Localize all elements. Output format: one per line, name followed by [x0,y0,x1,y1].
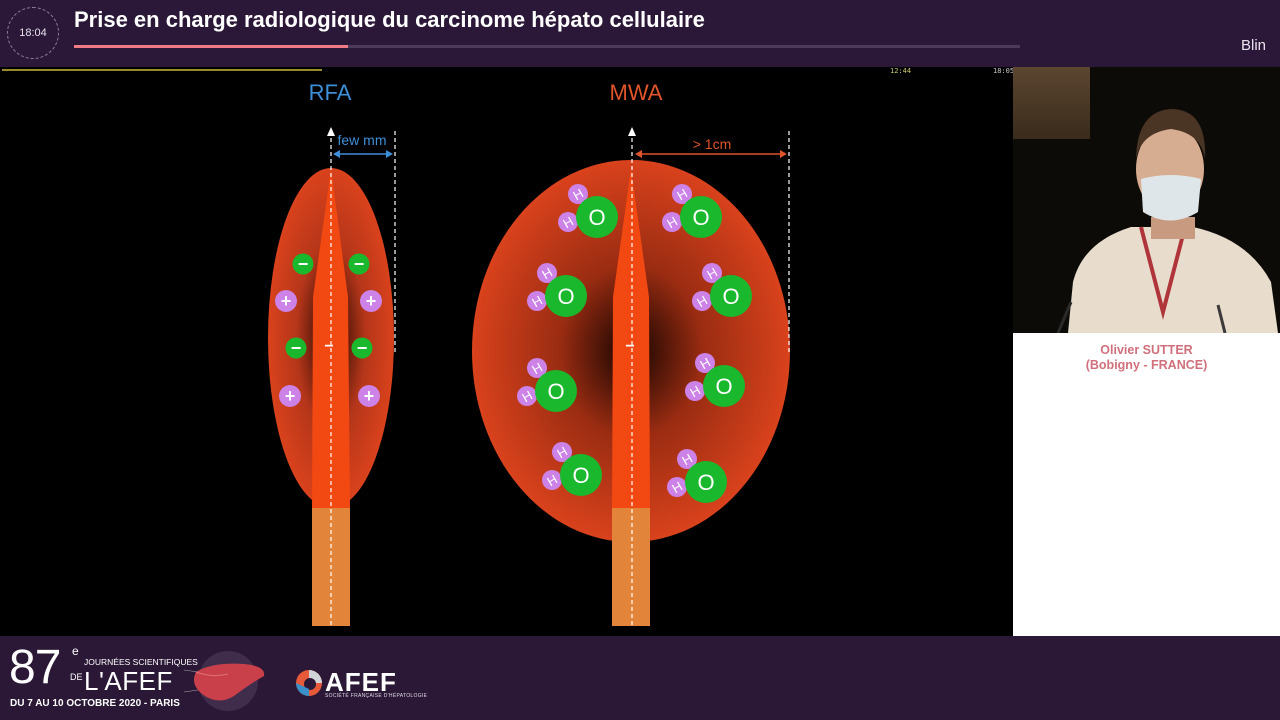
edition-number: 87 [9,641,61,694]
oxygen-atom: O [692,205,709,230]
slide-timestamp-left: 12:44 [890,67,911,75]
negative-charge: − [292,253,314,275]
session-clock: 18:04 [7,7,59,59]
charge-sign: + [366,291,377,311]
negative-charge: − [285,337,307,359]
charge-sign: − [354,254,365,274]
progress-track[interactable] [74,45,1020,48]
presenter-silhouette [1056,109,1278,333]
presenter-affiliation: (Bobigny - FRANCE) [1085,358,1208,372]
speaker-name: Blin [1240,37,1266,54]
charge-sign: − [357,338,368,358]
oxygen-atom: O [572,463,589,488]
charge-sign: + [281,291,292,311]
mwa-needle-handle [612,508,650,626]
oxygen-atom: O [722,284,739,309]
rfa-dimension-label: few mm [338,132,387,148]
oxygen-atom: O [557,284,574,309]
rfa-label: RFA [309,80,352,105]
presenter-name: Olivier SUTTER [1100,343,1193,357]
charge-sign: + [285,386,296,406]
presenter-info-panel: Olivier SUTTER (Bobigny - FRANCE) [1013,333,1280,636]
oxygen-atom: O [588,205,605,230]
footer-bar: 87 e JOURNÉES SCIENTIFIQUES DE L'AFEF DU… [0,636,1280,720]
progress-fill [74,45,349,48]
charge-sign: − [298,254,309,274]
positive-charge: + [275,290,297,312]
talk-title: Prise en charge radiologique du carcinom… [74,7,705,32]
header-bar: 18:04 Prise en charge radiologique du ca… [0,0,1280,66]
mwa-tip-sign: − [625,338,634,355]
mwa-axis-arrow [628,127,636,136]
event-dates: DU 7 AU 10 OCTOBRE 2020 - PARIS [10,698,180,709]
presenter-video [1013,67,1280,333]
oxygen-atom: O [697,470,714,495]
mwa-dim-arrow-right [780,150,787,158]
mwa-dimension-label: > 1cm [693,136,732,152]
rfa-needle [312,169,350,508]
rfa-dim-arrow-left [333,150,340,158]
negative-charge: − [351,337,373,359]
rfa-tip-sign: − [324,338,333,355]
video-background-wall [1013,67,1090,139]
event-line1: JOURNÉES SCIENTIFIQUES [84,657,198,667]
mwa-label: MWA [610,80,663,105]
positive-charge: + [358,385,380,407]
mwa-needle [612,169,650,508]
liver-illustration-icon [184,651,265,711]
edition-superscript: e [72,644,79,658]
charge-sign: − [291,338,302,358]
positive-charge: + [279,385,301,407]
mwa-dim-arrow-left [635,150,642,158]
rfa-charges: −−++−−++ [275,253,382,407]
afef-logo-icon [296,670,322,696]
presentation-slide: 12:44 18:05 RFA few mm − −−++−−++ MWA > … [0,67,1013,636]
event-name: L'AFEF [84,666,173,696]
slide-timestamp-right: 18:05 [993,67,1013,75]
charge-sign: + [364,386,375,406]
negative-charge: − [348,253,370,275]
oxygen-atom: O [547,379,564,404]
rfa-axis-arrow [327,127,335,136]
rfa-dim-arrow-right [386,150,393,158]
event-de: DE [70,672,83,682]
afef-subtitle: SOCIÉTÉ FRANÇAISE D'HÉPATOLOGIE [325,693,428,699]
afef-logo-text: AFEF [325,667,397,697]
ablation-diagram: 12:44 18:05 RFA few mm − −−++−−++ MWA > … [2,67,1013,626]
oxygen-atom: O [715,374,732,399]
positive-charge: + [360,290,382,312]
